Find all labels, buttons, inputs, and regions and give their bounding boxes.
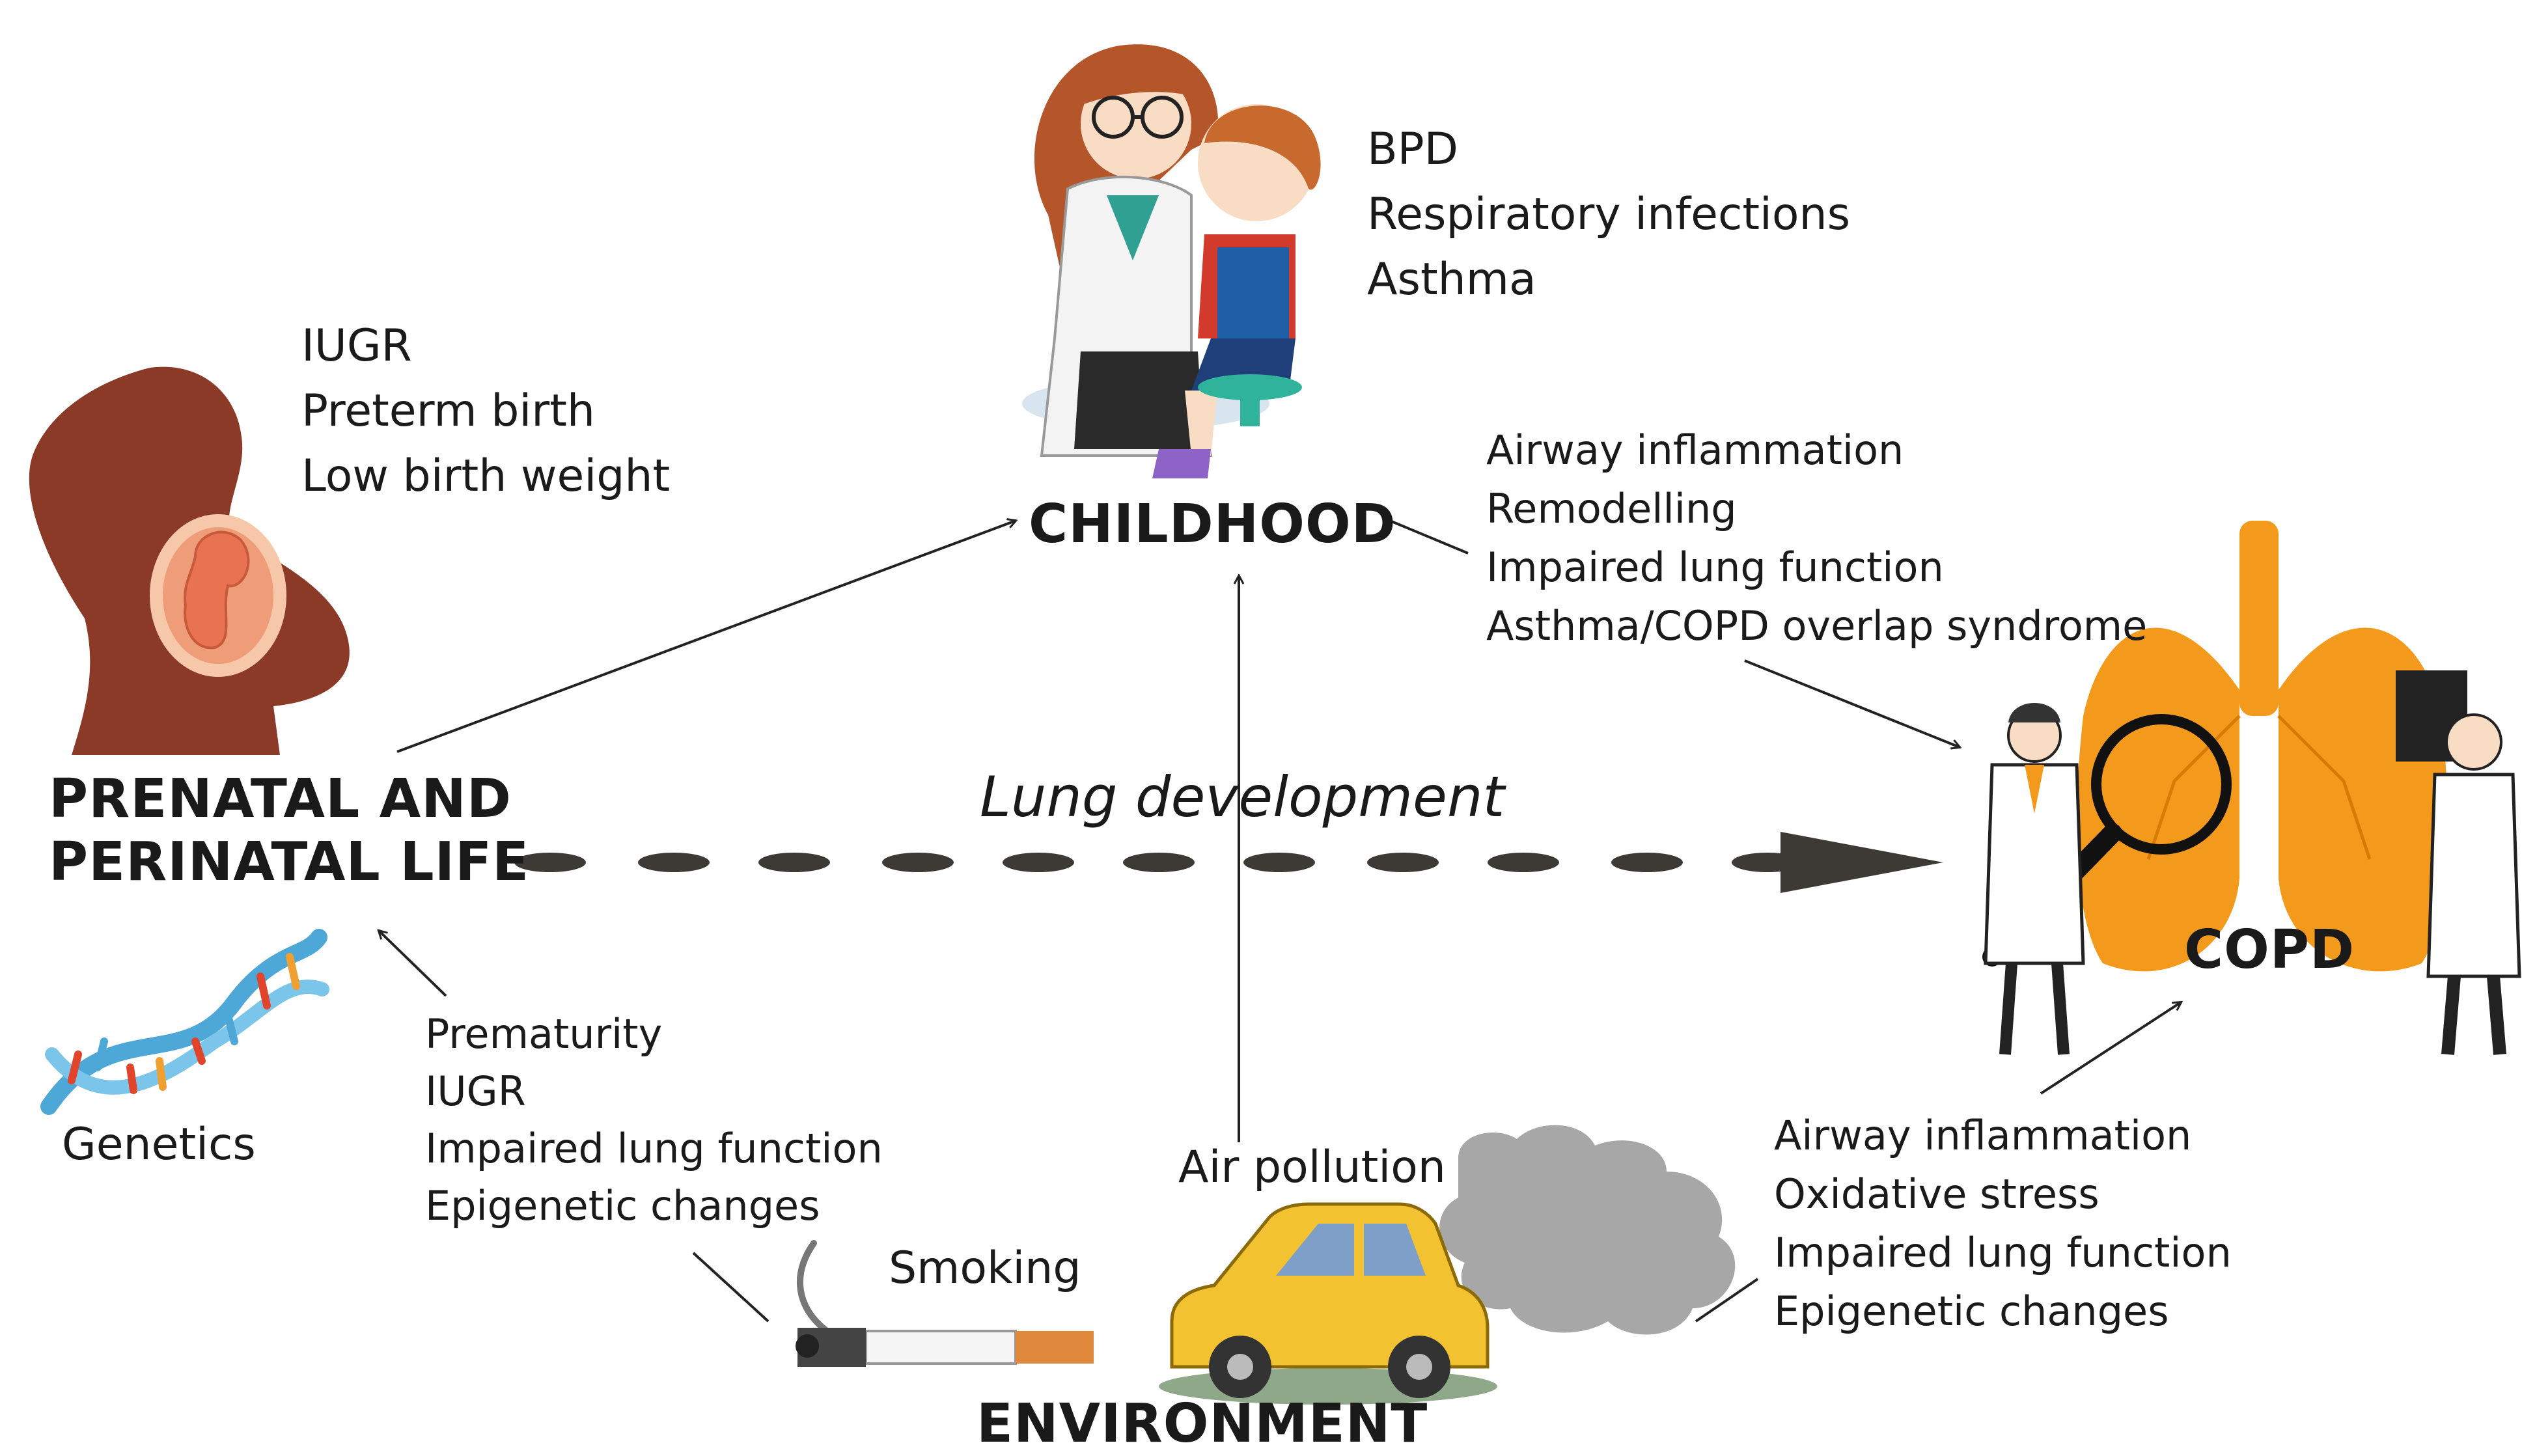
list-item: Airway inflammation xyxy=(1774,1112,2192,1159)
list-item: Epigenetic changes xyxy=(1774,1287,2169,1335)
childhood-to-copd-list: Airway inflammation Remodelling Impaired… xyxy=(1486,421,2147,655)
list-item: Oxidative stress xyxy=(1774,1170,2099,1218)
pregnant-woman-icon xyxy=(29,366,350,755)
smoking-label: Smoking xyxy=(889,1243,1081,1294)
list-item: Low birth weight xyxy=(301,450,671,502)
smoking-connector-line xyxy=(692,1252,769,1323)
prenatal-factors-list: IUGR Preterm birth Low birth weight xyxy=(301,314,670,509)
list-item: Prematurity xyxy=(425,1010,663,1058)
list-item: Remodelling xyxy=(1486,485,1737,532)
list-item: Respiratory infections xyxy=(1367,189,1851,240)
childhood-factors-list: BPD Respiratory infections Asthma xyxy=(1367,117,1850,312)
dna-helix-icon xyxy=(40,929,329,1115)
environment-to-prenatal-arrow xyxy=(379,931,447,997)
list-item: Epigenetic changes xyxy=(425,1182,820,1229)
list-item: BPD xyxy=(1367,124,1459,175)
list-item: Impaired lung function xyxy=(1486,543,1944,591)
list-item: Airway inflammation xyxy=(1486,426,1904,474)
childhood-connector-line xyxy=(1389,519,1469,555)
list-item: Impaired lung function xyxy=(425,1125,883,1172)
lung-development-timeline xyxy=(514,832,1943,893)
genetics-label: Genetics xyxy=(62,1119,256,1170)
copd-node-label: COPD xyxy=(2184,919,2355,981)
prenatal-label-line2: PERINATAL LIFE xyxy=(49,831,530,893)
prenatal-label-line1: PRENATAL AND xyxy=(49,768,512,830)
prenatal-to-childhood-arrow xyxy=(396,521,1016,753)
list-item: Asthma xyxy=(1367,254,1536,305)
car-exhaust-icon xyxy=(1159,1125,1736,1405)
list-item: Preterm birth xyxy=(301,385,595,437)
childhood-to-copd-arrow xyxy=(1744,659,1960,747)
environment-node-label: ENVIRONMENT xyxy=(977,1393,1428,1455)
environment-to-copd-list: Airway inflammation Oxidative stress Imp… xyxy=(1774,1106,2232,1341)
environment-to-prenatal-list: Prematurity IUGR Impaired lung function … xyxy=(425,1006,883,1235)
air-pollution-label: Air pollution xyxy=(1178,1142,1446,1193)
list-item: IUGR xyxy=(301,320,412,372)
childhood-node-label: CHILDHOOD xyxy=(1029,493,1396,555)
environment-to-copd-arrow xyxy=(2040,1002,2181,1095)
doctor-child-icon xyxy=(1022,44,1321,478)
list-item: Asthma/COPD overlap syndrome xyxy=(1486,602,2148,650)
timeline-label: Lung development xyxy=(980,765,1505,830)
lungs-doctors-icon xyxy=(1982,521,2521,1055)
list-item: IUGR xyxy=(425,1067,526,1115)
cigarette-icon xyxy=(796,1240,1094,1367)
list-item: Impaired lung function xyxy=(1774,1229,2232,1276)
prenatal-node-label: PRENATAL AND PERINATAL LIFE xyxy=(49,768,529,894)
air-pollution-connector-line xyxy=(1695,1278,1759,1323)
